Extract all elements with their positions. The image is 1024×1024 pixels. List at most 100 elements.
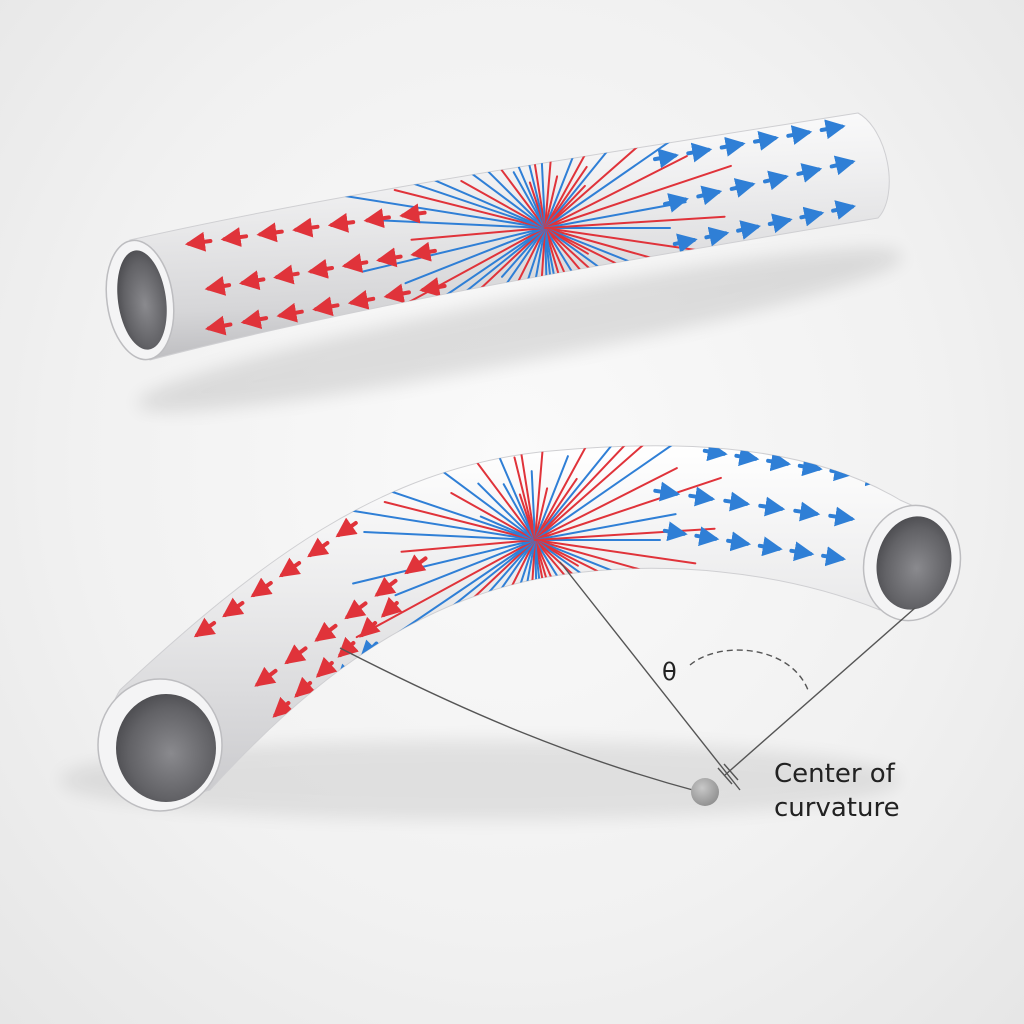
field-ray xyxy=(534,539,697,565)
field-ray xyxy=(502,483,536,541)
field-ray xyxy=(487,170,546,229)
red-field-arrow xyxy=(344,599,368,620)
field-ray xyxy=(477,482,536,541)
blue-field-arrow xyxy=(686,142,713,163)
red-field-arrow xyxy=(238,270,266,291)
red-field-arrow xyxy=(276,302,304,323)
blue-field-arrow xyxy=(757,536,783,557)
field-ray xyxy=(514,445,536,541)
red-field-arrow xyxy=(312,296,340,317)
theta-arc xyxy=(689,649,809,691)
red-field-arrow xyxy=(374,576,398,597)
field-ray xyxy=(393,189,546,229)
red-field-arrow xyxy=(292,217,320,238)
red-field-arrow xyxy=(204,315,233,336)
field-ray xyxy=(400,539,536,553)
red-field-arrow xyxy=(222,597,245,618)
blue-field-arrow xyxy=(821,546,847,567)
blue-field-arrow xyxy=(719,136,746,157)
red-field-arrow xyxy=(204,276,232,296)
red-field-arrow xyxy=(363,208,391,229)
blue-field-arrow xyxy=(786,125,813,145)
straight-tube-shadow xyxy=(137,249,903,411)
red-field-arrow xyxy=(404,554,428,575)
red-field-arrow xyxy=(278,557,302,578)
red-field-arrow xyxy=(410,241,437,262)
blue-field-arrow xyxy=(819,119,846,140)
red-field-arrow xyxy=(314,621,338,642)
blue-field-arrow xyxy=(766,451,792,472)
red-field-arrow xyxy=(341,253,369,273)
blue-field-arrow xyxy=(758,496,786,517)
field-ray xyxy=(544,164,732,229)
blue-field-arrow xyxy=(828,506,856,527)
blue-field-arrow xyxy=(734,446,760,467)
radius-tick-2 xyxy=(723,763,739,781)
blue-field-arrow xyxy=(663,193,689,213)
blue-field-arrow xyxy=(829,155,856,176)
blue-field-arrow xyxy=(726,531,752,552)
red-field-arrow xyxy=(273,264,300,285)
red-field-arrow xyxy=(193,617,217,638)
red-field-arrow xyxy=(337,636,359,658)
red-field-arrow xyxy=(184,231,213,252)
red-field-arrow xyxy=(220,227,249,247)
blue-field-arrow xyxy=(793,501,821,522)
field-ray xyxy=(394,539,536,597)
blue-field-arrow xyxy=(799,206,825,227)
red-field-arrow xyxy=(240,309,269,329)
center-of-curvature-dot xyxy=(691,778,719,806)
blue-field-arrow xyxy=(694,526,720,547)
field-ray xyxy=(352,539,536,585)
field-ray xyxy=(534,467,678,541)
red-field-arrow xyxy=(376,247,403,268)
bent-tube-left-end-hole xyxy=(116,694,216,802)
blue-field-arrow xyxy=(736,220,762,240)
field-ray xyxy=(544,140,616,229)
blue-field-arrow xyxy=(287,711,309,733)
blue-field-arrow xyxy=(796,163,823,183)
bent-tube-shadow xyxy=(60,740,900,820)
blue-field-arrow xyxy=(653,481,681,502)
radius-line-right xyxy=(724,607,916,776)
blue-field-arrow xyxy=(653,148,679,169)
red-field-arrow xyxy=(399,203,427,224)
blue-field-arrow xyxy=(763,170,789,191)
field-ray xyxy=(534,445,657,541)
straight-tube-end-hole xyxy=(117,250,167,350)
field-ray xyxy=(540,158,546,229)
bent-tube-right-end-hole xyxy=(876,516,952,610)
field-ray xyxy=(544,165,588,229)
bent-axial-arrows xyxy=(193,445,887,757)
field-ray xyxy=(355,539,536,639)
blue-field-arrow xyxy=(688,486,716,507)
blue-field-arrow xyxy=(662,521,688,542)
field-ray xyxy=(479,515,536,541)
field-ray xyxy=(460,180,546,229)
field-ray xyxy=(512,171,546,229)
field-ray xyxy=(534,513,677,541)
blue-field-arrow xyxy=(672,233,698,254)
red-field-arrow xyxy=(347,289,376,310)
radius-line-center xyxy=(559,561,741,791)
field-ray xyxy=(534,477,578,541)
field-ray xyxy=(513,456,536,541)
center-label-line1: Center of xyxy=(774,759,896,789)
red-field-arrow xyxy=(359,616,381,638)
field-ray xyxy=(383,501,536,541)
blue-field-arrow xyxy=(704,226,730,247)
field-ray xyxy=(427,459,536,541)
red-field-arrow xyxy=(380,596,403,618)
radius-tick-1 xyxy=(717,767,733,785)
red-field-arrow xyxy=(315,656,338,678)
field-ray xyxy=(501,227,546,278)
red-field-arrow xyxy=(284,644,308,665)
straight-axial-arrows xyxy=(184,119,857,336)
field-ray xyxy=(534,455,569,541)
bent-tube xyxy=(60,445,962,820)
field-ray xyxy=(363,531,536,541)
red-field-arrow xyxy=(307,258,334,279)
red-field-arrow xyxy=(254,666,278,687)
blue-field-arrow xyxy=(767,213,793,234)
red-field-arrow xyxy=(250,577,273,598)
